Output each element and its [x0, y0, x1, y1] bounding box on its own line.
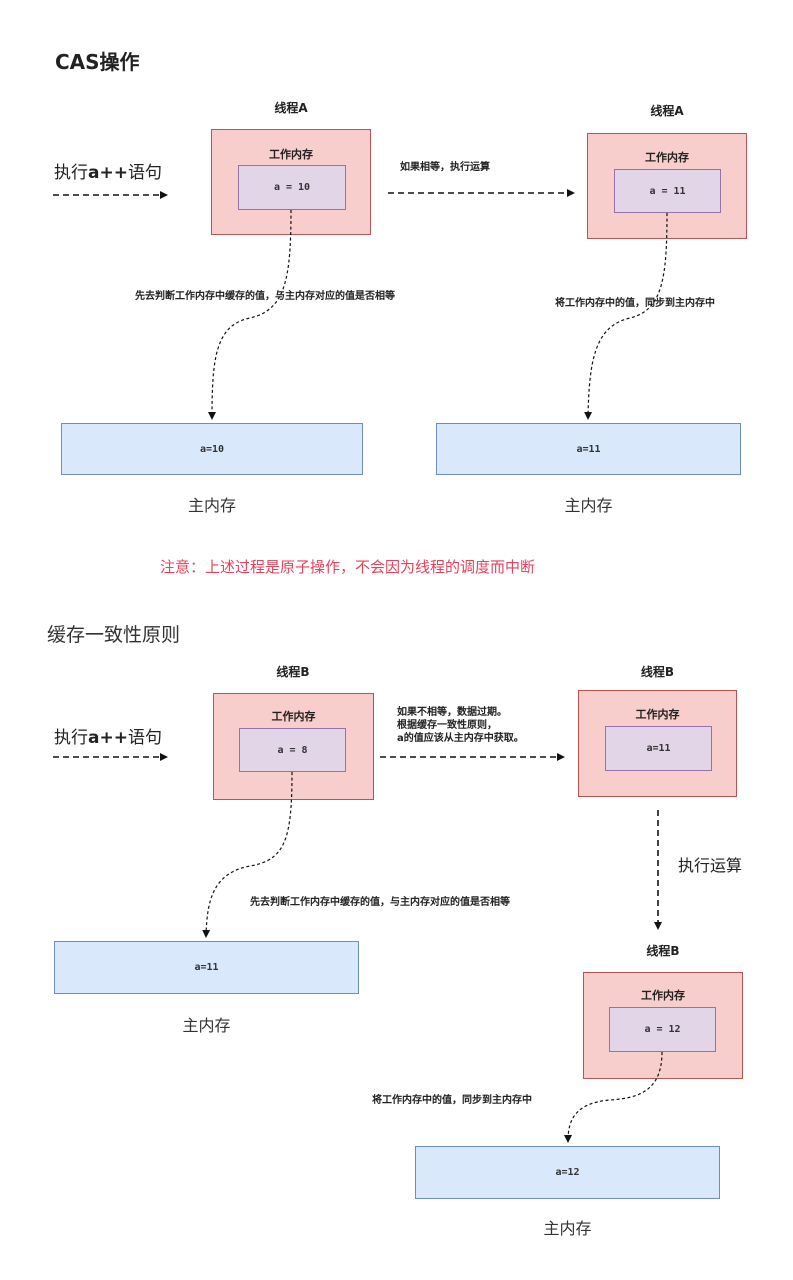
- sync-note: 将工作内存中的值，同步到主内存中: [555, 298, 715, 309]
- if-equal-note: 如果相等，执行运算: [400, 162, 490, 173]
- thread-b-left-label: 线程B: [276, 665, 310, 679]
- sync-note: 将工作内存中的值，同步到主内存中: [372, 1095, 532, 1106]
- sync-arrow-1: [584, 212, 668, 420]
- working-memory-title: 工作内存: [269, 148, 313, 161]
- exec-code: a++: [88, 163, 128, 183]
- cas-section-title: CAS操作: [55, 50, 140, 74]
- note-line: a的值应该从主内存中获取。: [397, 733, 524, 744]
- main-memory-left: a=10: [61, 423, 363, 475]
- if-not-equal-note: 如果不相等，数据过期。 根据缓存一致性原则， a的值应该从主内存中获取。: [397, 706, 524, 745]
- exec-prefix: 执行: [54, 163, 88, 183]
- thread-a-right-working-memory: 工作内存 a = 11: [587, 133, 747, 239]
- working-memory-value: a = 8: [239, 728, 346, 772]
- working-memory-value: a = 11: [614, 169, 721, 213]
- note-line: 根据缓存一致性原则，: [397, 720, 497, 731]
- compare-note: 先去判断工作内存中缓存的值，与主内存对应的值是否相等: [135, 291, 395, 302]
- exec-suffix: 语句: [127, 728, 162, 748]
- working-memory-title: 工作内存: [635, 708, 680, 721]
- main-memory-right: a=11: [436, 423, 741, 475]
- main-memory-left: a=11: [54, 941, 359, 994]
- thread-b-bottom-label: 线程B: [646, 944, 680, 958]
- thread-b-right-label: 线程B: [640, 665, 675, 679]
- execute-operation-label: 执行运算: [678, 856, 743, 875]
- note-line: 如果不相等，数据过期。: [397, 707, 507, 718]
- exec-statement-label: 执行a++语句: [54, 723, 162, 748]
- thread-a-right-label: 线程A: [650, 104, 684, 118]
- atomic-warning: 注意：上述过程是原子操作，不会因为线程的调度而中断: [160, 558, 536, 576]
- working-memory-value: a=11: [605, 726, 712, 771]
- thread-b-right-working-memory: 工作内存 a=11: [578, 690, 737, 797]
- thread-a-left-label: 线程A: [274, 101, 308, 115]
- thread-a-left-working-memory: 工作内存 a = 10: [211, 129, 371, 235]
- working-memory-value: a = 12: [609, 1007, 716, 1052]
- working-memory-title: 工作内存: [641, 989, 685, 1002]
- main-memory-bottom: a=12: [415, 1146, 720, 1199]
- compare-note: 先去判断工作内存中缓存的值，与主内存对应的值是否相等: [250, 897, 510, 908]
- exec-suffix: 语句: [127, 163, 162, 183]
- exec-prefix: 执行: [54, 728, 88, 748]
- main-memory-left-label: 主内存: [182, 1016, 231, 1035]
- main-memory-right-label: 主内存: [564, 496, 613, 515]
- compare-arrow-1: [208, 209, 292, 420]
- exec-statement-label: 执行a++语句: [54, 158, 162, 183]
- thread-b-bottom-working-memory: 工作内存 a = 12: [583, 972, 743, 1079]
- main-memory-left-label: 主内存: [187, 496, 236, 515]
- cache-coherence-section-title: 缓存一致性原则: [47, 624, 181, 646]
- thread-b-left-working-memory: 工作内存 a = 8: [213, 693, 374, 800]
- main-memory-bottom-label: 主内存: [543, 1219, 592, 1238]
- working-memory-title: 工作内存: [645, 151, 689, 164]
- working-memory-title: 工作内存: [271, 710, 316, 723]
- working-memory-value: a = 10: [238, 165, 346, 210]
- exec-code: a++: [88, 728, 128, 748]
